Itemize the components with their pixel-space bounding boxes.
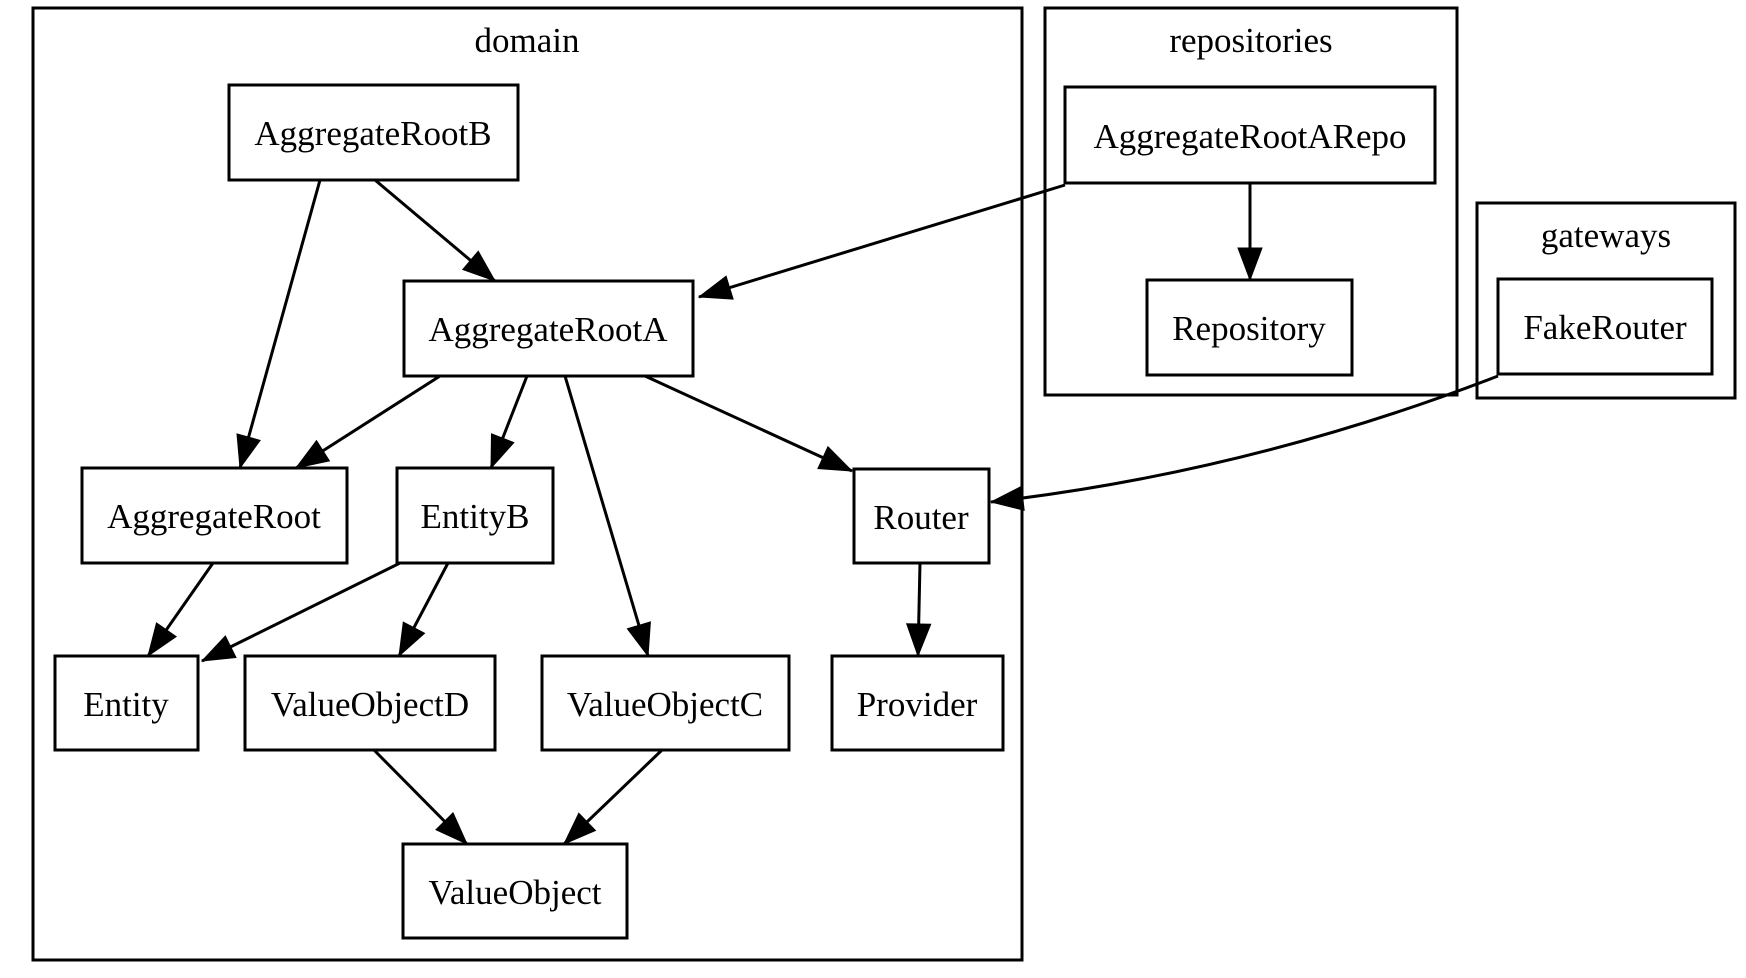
node-router: Router <box>852 467 991 565</box>
node-repository-label: Repository <box>1172 309 1326 348</box>
edge-aggregateroota-aggregateroot <box>294 374 441 470</box>
edge-fakerouter-router <box>989 374 1499 511</box>
cluster-domain: domain <box>31 6 1024 962</box>
edge-entityb-valueobjectd <box>397 562 450 658</box>
node-valueobjectd: ValueObjectD <box>243 654 497 752</box>
node-valueobjectc-label: ValueObjectC <box>567 685 763 724</box>
edge-aggregateroota-valueobjectc <box>563 375 651 658</box>
cluster-repositories-box <box>1043 6 1459 397</box>
edge-valueobjectc-valueobject <box>562 748 664 846</box>
cluster-domain-label: domain <box>475 21 580 60</box>
edge-aggregateroot-entity <box>146 562 215 658</box>
node-router-box <box>852 467 991 565</box>
edge-aggregaterootb-aggregateroota <box>374 178 497 283</box>
node-aggregaterootarepo-box <box>1063 85 1437 185</box>
node-fakerouter-label: FakeRouter <box>1523 308 1687 347</box>
node-repository-box <box>1145 278 1354 377</box>
node-valueobject-box <box>401 842 629 940</box>
node-fakerouter: FakeRouter <box>1496 277 1714 376</box>
node-aggregaterootb: AggregateRootB <box>227 83 520 182</box>
node-aggregaterootarepo: AggregateRootARepo <box>1063 85 1437 185</box>
edge-entityb-entity <box>200 561 401 663</box>
cluster-domain-box <box>31 6 1024 962</box>
edge-aggregateroota-router <box>644 374 854 473</box>
node-fakerouter-box <box>1496 277 1714 376</box>
node-aggregaterootarepo-label: AggregateRootARepo <box>1094 117 1407 156</box>
node-aggregaterootb-label: AggregateRootB <box>254 114 491 153</box>
node-repository: Repository <box>1145 278 1354 377</box>
node-valueobjectd-box <box>243 654 497 752</box>
node-valueobjectd-label: ValueObjectD <box>271 685 469 724</box>
node-valueobject: ValueObject <box>401 842 629 940</box>
node-entity-box <box>53 654 200 752</box>
node-aggregateroota-box <box>402 279 695 378</box>
node-valueobjectc: ValueObjectC <box>540 654 791 752</box>
node-aggregateroot-box <box>80 466 349 565</box>
node-entityb-box <box>395 466 555 565</box>
node-entityb: EntityB <box>395 466 555 565</box>
edge-aggregaterootb-aggregateroot <box>236 179 322 470</box>
node-aggregateroota-label: AggregateRootA <box>428 310 668 349</box>
edge-aggregaterootarepo-aggregateroota <box>697 183 1066 300</box>
node-aggregateroot-label: AggregateRoot <box>107 497 321 536</box>
node-provider-box <box>830 654 1005 752</box>
cluster-gateways-box <box>1475 201 1737 400</box>
cluster-gateways: gateways <box>1475 201 1737 400</box>
node-provider-label: Provider <box>857 685 978 724</box>
node-aggregaterootb-box <box>227 83 520 182</box>
edge-aggregateroota-entityb <box>489 375 529 470</box>
cluster-repositories: repositories <box>1043 6 1459 397</box>
cluster-gateways-label: gateways <box>1541 216 1671 255</box>
node-aggregateroot: AggregateRoot <box>80 466 349 565</box>
node-valueobject-label: ValueObject <box>429 873 602 912</box>
node-entity-label: Entity <box>83 685 169 724</box>
node-valueobjectc-box <box>540 654 791 752</box>
node-aggregateroota: AggregateRootA <box>402 279 695 378</box>
node-router-label: Router <box>873 498 969 537</box>
node-entityb-label: EntityB <box>421 497 530 536</box>
edge-router-provider <box>905 562 932 658</box>
edge-valueobjectd-valueobject <box>372 748 469 846</box>
cluster-repositories-label: repositories <box>1169 21 1332 60</box>
node-entity: Entity <box>53 654 200 752</box>
node-provider: Provider <box>830 654 1005 752</box>
